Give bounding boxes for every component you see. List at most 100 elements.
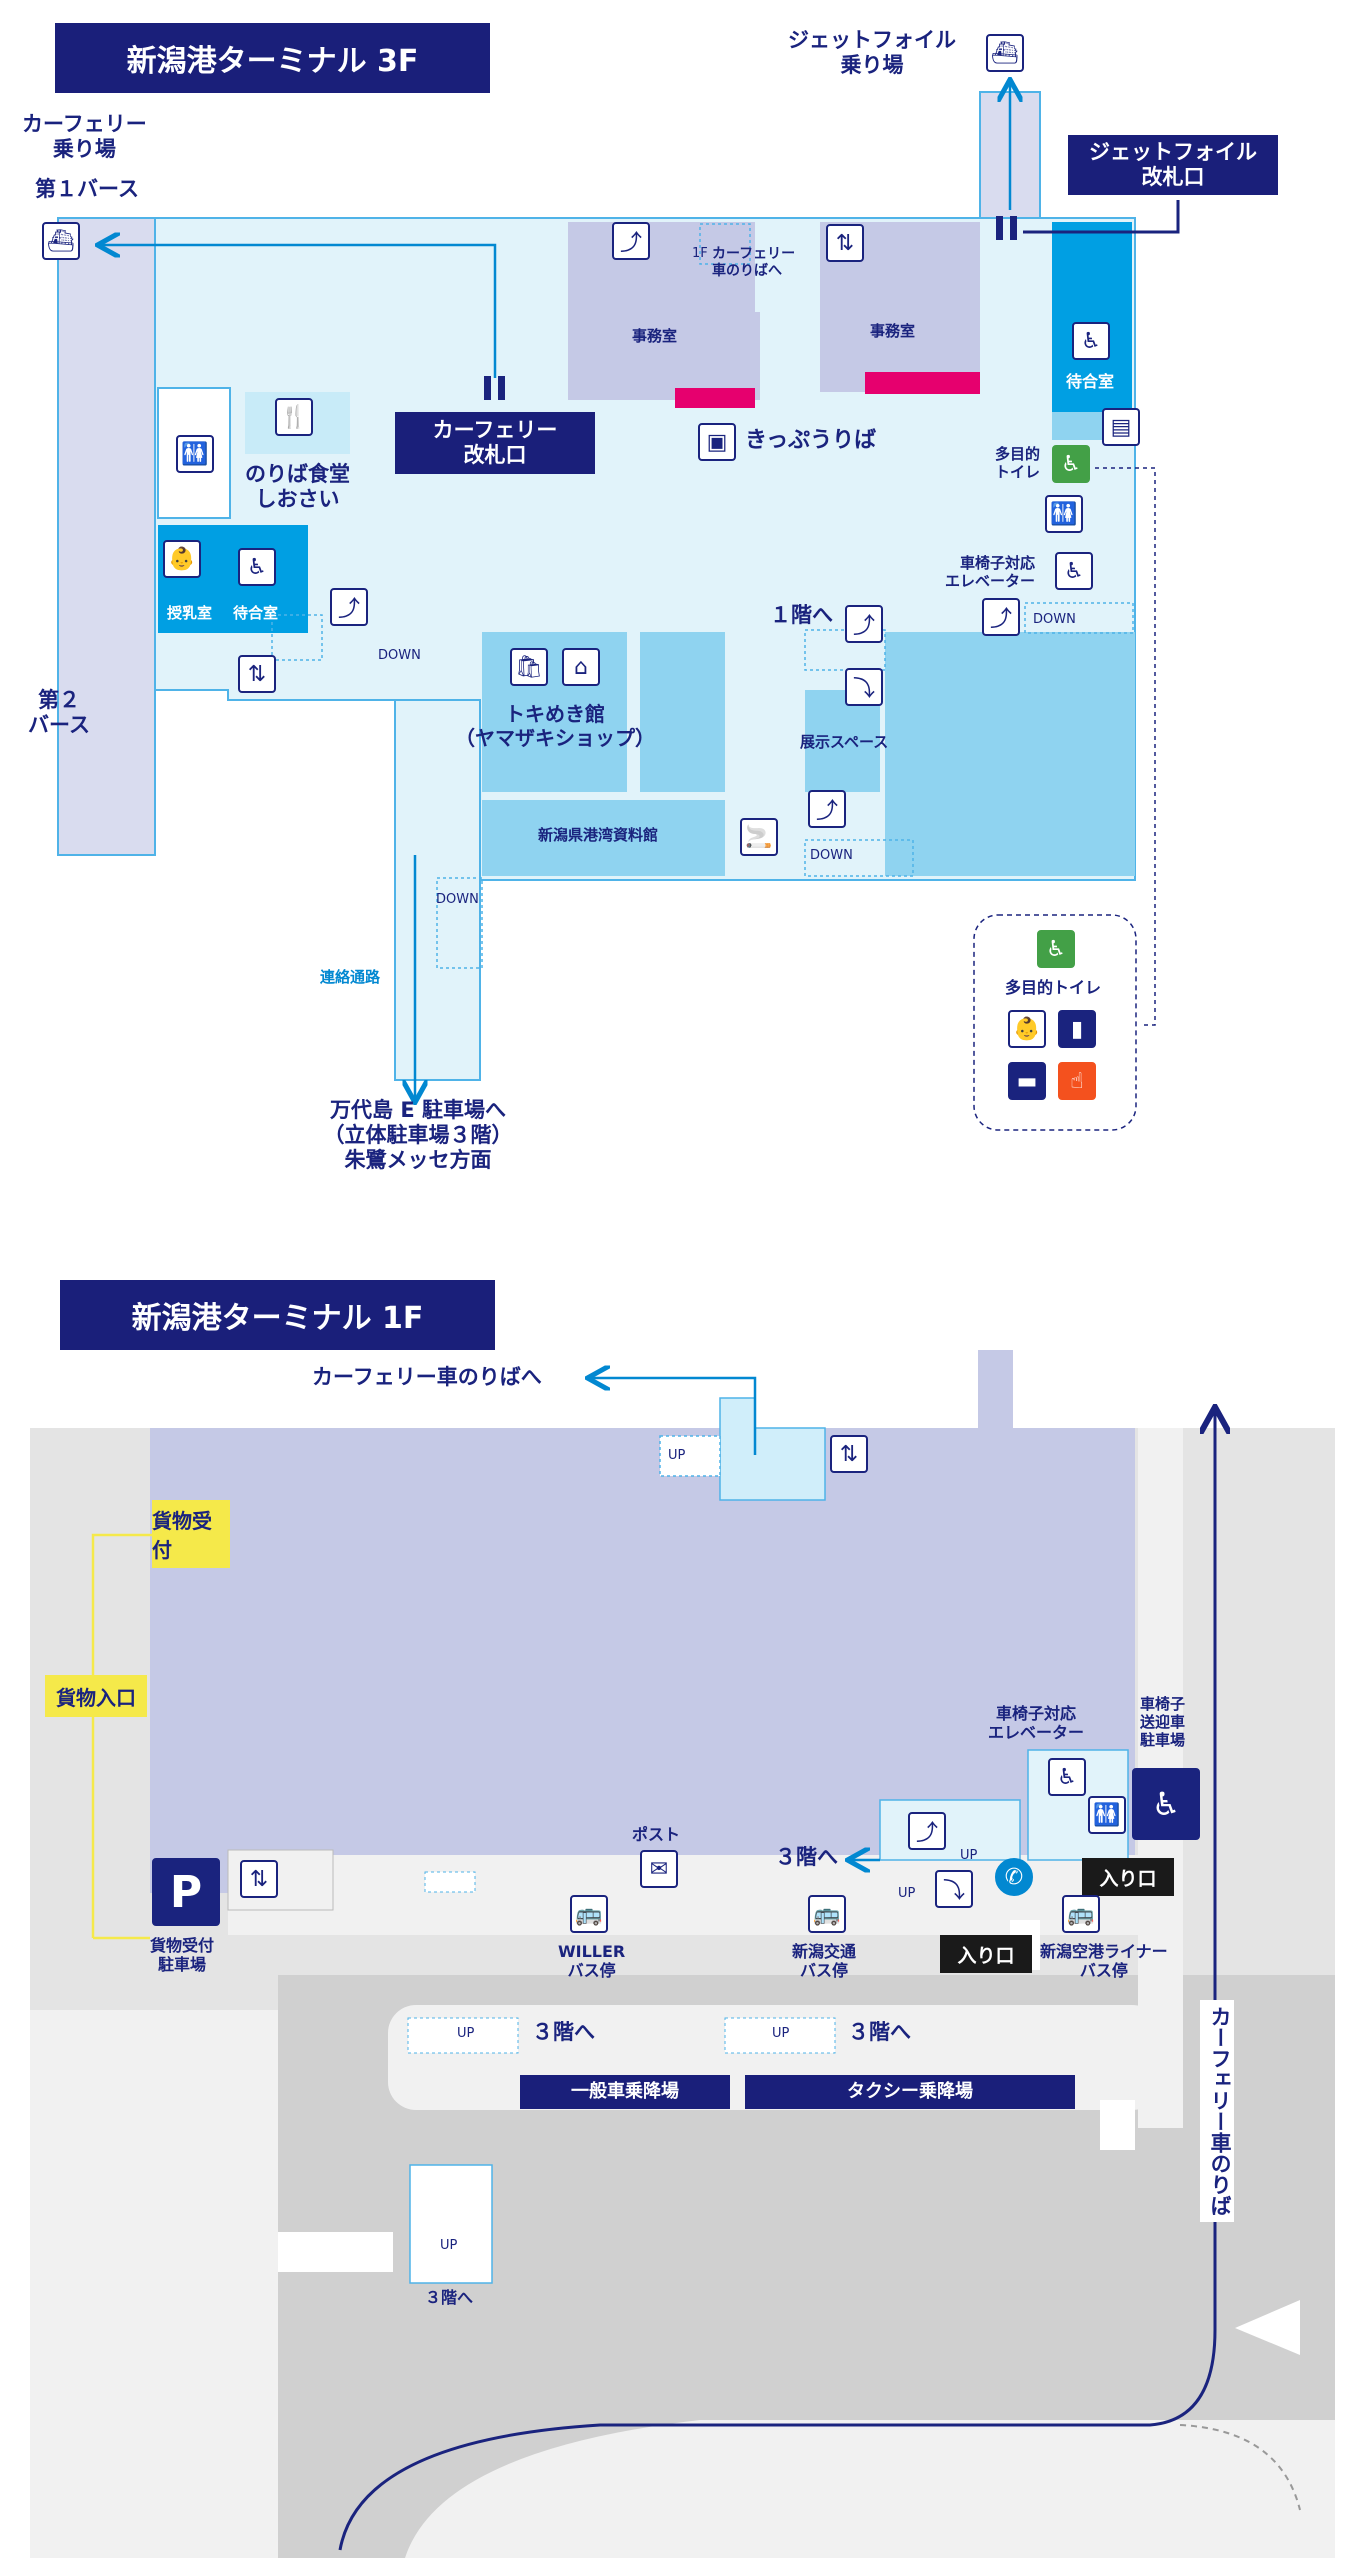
to-3f-label: ３階へ bbox=[775, 1845, 838, 1869]
cargo-reception-label: 貨物受付 bbox=[152, 1500, 230, 1568]
to-3f-label-left: ３階へ bbox=[532, 2020, 595, 2044]
floor3-title: 新潟港ターミナル 3F bbox=[55, 23, 490, 93]
ticket-icon: ▤ bbox=[1102, 408, 1140, 446]
sidewalk-front bbox=[228, 1855, 1138, 1935]
parking-icon: P bbox=[152, 1858, 220, 1926]
floor1-title: 新潟港ターミナル 1F bbox=[60, 1280, 495, 1350]
ticket-counter-icon: ▣ bbox=[698, 423, 736, 461]
entrance-label-left: 入り口 bbox=[940, 1935, 1032, 1973]
bus-icon: 🚌 bbox=[1062, 1895, 1100, 1933]
escalator-icon: ⤴ bbox=[982, 598, 1020, 636]
cargo-entrance-label: 貨物入口 bbox=[45, 1675, 147, 1717]
bus-icon: 🚌 bbox=[570, 1895, 608, 1933]
ostomate-icon: ▮ bbox=[1058, 1010, 1096, 1048]
baby-seat-icon: 👶 bbox=[1008, 1010, 1046, 1048]
ferry-berth-label: カーフェリー 乗り場 bbox=[22, 112, 147, 162]
jetfoil-berth-label: ジェットフォイル 乗り場 bbox=[788, 28, 956, 78]
shop-icon: ⌂ bbox=[562, 648, 600, 686]
wheelchair-parking-label: 車椅子 送迎車 駐車場 bbox=[1140, 1695, 1186, 1749]
office-left-accent bbox=[675, 388, 755, 408]
port-museum-label: 新潟県港湾資料館 bbox=[538, 826, 659, 844]
entrance-stairs bbox=[879, 1799, 1021, 1861]
museum-block bbox=[482, 800, 725, 876]
to-3f-label-mid: ３階へ bbox=[848, 2020, 911, 2044]
connecting-passage-label: 連絡通路 bbox=[320, 968, 381, 986]
shop-block-2 bbox=[640, 632, 725, 792]
nursing-room-label: 授乳室 bbox=[167, 604, 213, 622]
wheelchair-icon: ♿ bbox=[1037, 930, 1075, 968]
waiting-room-icon: ♿ bbox=[1072, 322, 1110, 360]
niigata-kotsu-label: 新潟交通 バス停 bbox=[792, 1942, 857, 1981]
ship-icon: ⛴ bbox=[42, 222, 80, 260]
entrance-label-right: 入り口 bbox=[1082, 1858, 1174, 1896]
emergency-call-icon: ☝ bbox=[1058, 1062, 1096, 1100]
to-1f-label: １階へ bbox=[770, 603, 833, 627]
exhibition-main bbox=[885, 632, 1135, 876]
wheelchair-elevator-label-1f: 車椅子対応 エレベーター bbox=[988, 1704, 1085, 1743]
stairs-1f-label: 1F bbox=[692, 246, 708, 261]
waiting-room-left-label: 待合室 bbox=[233, 604, 279, 622]
down-label: DOWN bbox=[378, 648, 421, 663]
shop-block bbox=[482, 632, 627, 792]
restaurant-icon: 🍴 bbox=[275, 398, 313, 436]
escalator-icon: ⤴ bbox=[908, 1812, 946, 1850]
escalator-icon: ⤴ bbox=[845, 605, 883, 643]
waiting-room-right bbox=[1052, 222, 1132, 412]
escalator-icon: ⤴ bbox=[612, 222, 650, 260]
wheelchair-icon: ♿ bbox=[1052, 445, 1090, 483]
elevator-icon: ⇅ bbox=[240, 1860, 278, 1898]
diaper-bed-icon: ▬ bbox=[1008, 1062, 1046, 1100]
toilet-callout-label: 多目的トイレ bbox=[1005, 978, 1102, 997]
nursing-icon: 👶 bbox=[163, 540, 201, 578]
taxi-label: タクシー乗降場 bbox=[745, 2075, 1075, 2109]
up-label: UP bbox=[960, 1848, 978, 1863]
multipurpose-toilet-label: 多目的 トイレ bbox=[995, 445, 1041, 481]
post-label: ポスト bbox=[632, 1825, 681, 1844]
restroom-icon: 🚻 bbox=[176, 435, 214, 473]
smoking-icon: 🚬 bbox=[740, 818, 778, 856]
office-right-label: 事務室 bbox=[870, 322, 916, 340]
restroom-icon: 🚻 bbox=[1088, 1796, 1126, 1834]
elevator-icon: ⇅ bbox=[238, 655, 276, 693]
elevator-icon: ♿ bbox=[1055, 552, 1093, 590]
escalator-icon: ⤵ bbox=[935, 1870, 973, 1908]
waiting-room-icon: ♿ bbox=[238, 548, 276, 586]
bus-icon: 🚌 bbox=[808, 1895, 846, 1933]
elevator-icon: ⇅ bbox=[826, 224, 864, 262]
willer-label: WILLER バス停 bbox=[558, 1942, 626, 1981]
left-walk bbox=[30, 2010, 278, 2558]
to-3f-label-bottom: ３階へ bbox=[425, 2288, 474, 2307]
berth2-label: 第２ バース bbox=[28, 688, 90, 738]
shopping-bag-icon: 🛍 bbox=[510, 648, 548, 686]
tokimeki-label: トキめき館 （ヤマザキショップ） bbox=[455, 702, 655, 750]
down-label: DOWN bbox=[436, 892, 479, 907]
up-label: UP bbox=[668, 1448, 686, 1463]
wheelchair-elevator-label-3f: 車椅子対応 エレベーター bbox=[945, 554, 1036, 590]
escalator-icon: ⤴ bbox=[330, 588, 368, 626]
general-dropoff-label: 一般車乗降場 bbox=[520, 2075, 730, 2109]
ferry-gate-label: カーフェリー 改札口 bbox=[395, 412, 595, 474]
phone-icon: ✆ bbox=[995, 1858, 1033, 1896]
stair-block-1f bbox=[719, 1397, 826, 1501]
escalator-icon: ⤴ bbox=[808, 790, 846, 828]
up-label: UP bbox=[898, 1886, 916, 1901]
elevator-icon: ⇅ bbox=[830, 1435, 868, 1473]
restroom-icon: 🚻 bbox=[1045, 495, 1083, 533]
ferry-car-boarding-label-3f: カーフェリー 車のりばへ bbox=[712, 246, 796, 279]
exhibition-label: 展示スペース bbox=[800, 733, 889, 751]
ferry-car-boarding-label-1f: カーフェリー車のりばへ bbox=[312, 1365, 542, 1389]
bandai-label: 万代島 E 駐車場へ （立体駐車場３階） 朱鷺メッセ方面 bbox=[323, 1098, 513, 1173]
exhibition-block bbox=[805, 690, 880, 792]
office-left bbox=[568, 222, 760, 400]
up-label: UP bbox=[440, 2238, 458, 2253]
office-right-accent bbox=[865, 372, 980, 394]
ferry-car-vertical-label: カーフェリー車のりば bbox=[1200, 2000, 1234, 2222]
escalator-icon: ⤵ bbox=[845, 668, 883, 706]
waiting-room-right-label: 待合室 bbox=[1066, 372, 1115, 391]
jetfoil-gate-label: ジェットフォイル 改札口 bbox=[1068, 135, 1278, 195]
cargo-parking-label: 貨物受付 駐車場 bbox=[150, 1936, 215, 1975]
wheelchair-parking-icon: ♿ bbox=[1132, 1768, 1200, 1840]
office-left-label: 事務室 bbox=[632, 327, 678, 345]
